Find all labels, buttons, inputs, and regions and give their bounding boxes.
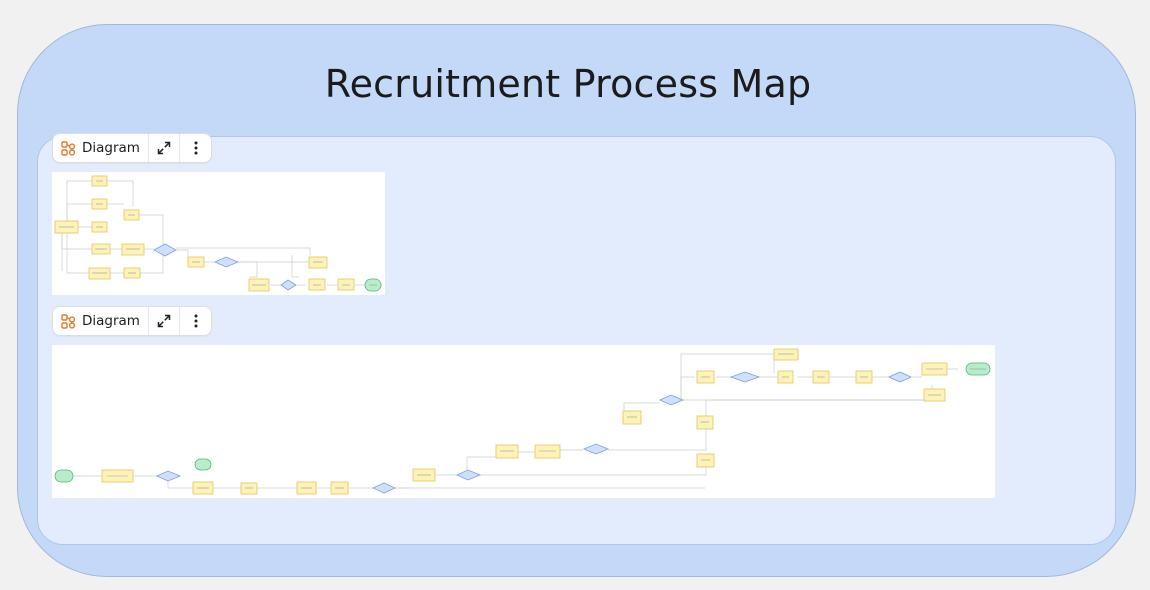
diagram-label: Diagram bbox=[82, 313, 140, 329]
process-node bbox=[101, 348, 948, 495]
more-options-icon bbox=[193, 141, 199, 155]
expand-icon bbox=[157, 314, 171, 328]
expand-button[interactable] bbox=[149, 307, 181, 335]
expand-button[interactable] bbox=[149, 134, 181, 162]
more-options-icon bbox=[193, 314, 199, 328]
diagram-type-button[interactable]: Diagram bbox=[53, 307, 149, 335]
diagram-toolbar-1: Diagram bbox=[52, 133, 212, 163]
decision-node bbox=[153, 243, 297, 291]
diagram-label: Diagram bbox=[82, 140, 140, 156]
diagram-type-button[interactable]: Diagram bbox=[53, 134, 149, 162]
process-node bbox=[54, 175, 355, 292]
expand-icon bbox=[157, 141, 171, 155]
decision-node bbox=[156, 371, 912, 494]
diagram-toolbar-2: Diagram bbox=[52, 306, 212, 336]
terminal-node bbox=[54, 362, 991, 483]
more-options-button[interactable] bbox=[180, 307, 211, 335]
diagram-icon bbox=[61, 313, 76, 329]
diagram-canvas-1[interactable] bbox=[52, 172, 385, 295]
diagram-icon bbox=[61, 140, 76, 156]
diagram-canvas-2[interactable] bbox=[52, 345, 995, 498]
flowchart-2 bbox=[54, 348, 991, 495]
flowchart-1 bbox=[54, 175, 382, 292]
page-title: Recruitment Process Map bbox=[324, 62, 812, 106]
more-options-button[interactable] bbox=[180, 134, 211, 162]
